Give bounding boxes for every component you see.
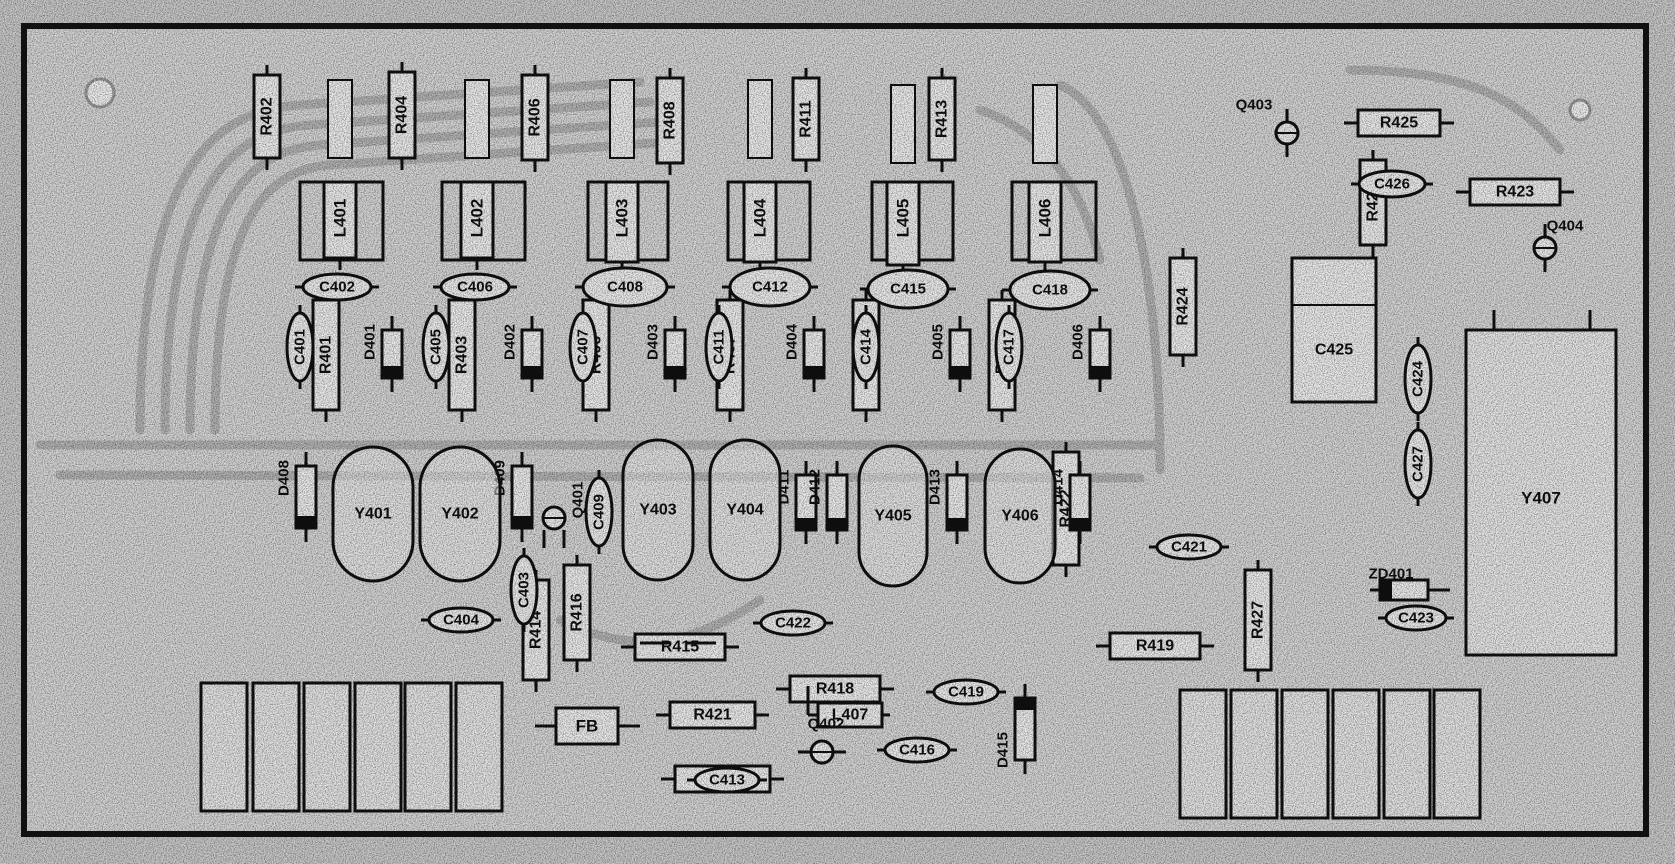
board-outline xyxy=(21,23,1649,837)
